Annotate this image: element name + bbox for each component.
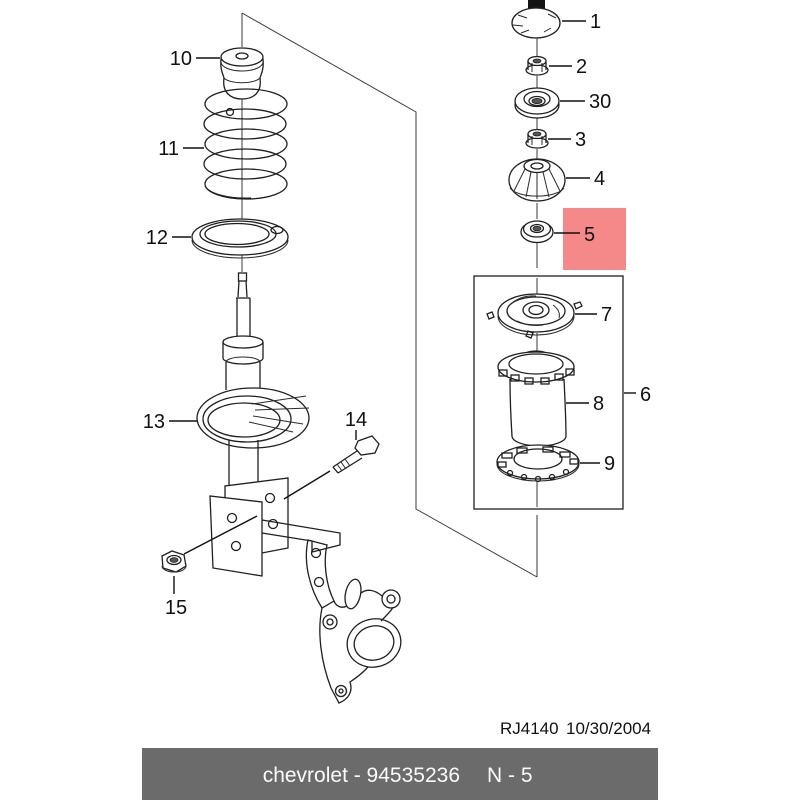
part-5-bearing bbox=[520, 220, 554, 244]
part-10-bump-stop bbox=[220, 47, 264, 100]
callout-1: 1 bbox=[590, 11, 601, 33]
part-11-coil-spring bbox=[203, 88, 288, 200]
callout-13: 13 bbox=[143, 411, 165, 433]
callout-3: 3 bbox=[575, 129, 586, 151]
callout-4: 4 bbox=[594, 168, 605, 190]
part-3-nut bbox=[525, 128, 549, 149]
callout-5-highlighted: 5 bbox=[584, 224, 595, 246]
steering-knuckle bbox=[305, 539, 402, 704]
part-13-strut bbox=[196, 272, 341, 577]
part-12-spring-seat bbox=[191, 218, 289, 259]
part-2-nut bbox=[525, 55, 549, 76]
sheet-reference: N - 5 bbox=[487, 764, 533, 787]
part-30-washer bbox=[514, 87, 560, 119]
drawing-reference: RJ4140 bbox=[500, 719, 559, 738]
callout-6: 6 bbox=[640, 384, 651, 406]
callout-2: 2 bbox=[576, 56, 587, 78]
callout-12: 12 bbox=[146, 227, 168, 249]
callout-14: 14 bbox=[345, 409, 367, 431]
callout-10: 10 bbox=[170, 48, 192, 70]
part-9-retainer-ring bbox=[496, 444, 580, 483]
callout-11: 11 bbox=[158, 138, 179, 160]
drawing-date: 10/30/2004 bbox=[566, 719, 651, 738]
caption-bar bbox=[142, 748, 658, 800]
part-5-highlight bbox=[563, 208, 626, 270]
part-4-upper-mount bbox=[508, 158, 566, 202]
callout-labels: 1 2 30 3 4 5 6 7 8 9 10 11 12 13 14 15 bbox=[143, 11, 651, 619]
part-1-cap bbox=[511, 0, 561, 39]
part-15-nut bbox=[161, 515, 258, 573]
callout-30: 30 bbox=[589, 91, 611, 113]
callout-leaders bbox=[169, 20, 636, 594]
part-7-mount-plate bbox=[486, 293, 583, 339]
callout-9: 9 bbox=[604, 453, 615, 475]
brand-part-number: chevrolet - 94535236 bbox=[263, 764, 460, 787]
group-6-box bbox=[473, 275, 624, 510]
part-14-bolt bbox=[283, 435, 380, 500]
footer: RJ4140 10/30/2004 chevrolet - 94535236 N… bbox=[142, 719, 658, 800]
part-8-dust-shield bbox=[497, 350, 575, 447]
callout-8: 8 bbox=[593, 393, 604, 415]
callout-15: 15 bbox=[165, 597, 187, 619]
callout-7: 7 bbox=[601, 304, 612, 326]
